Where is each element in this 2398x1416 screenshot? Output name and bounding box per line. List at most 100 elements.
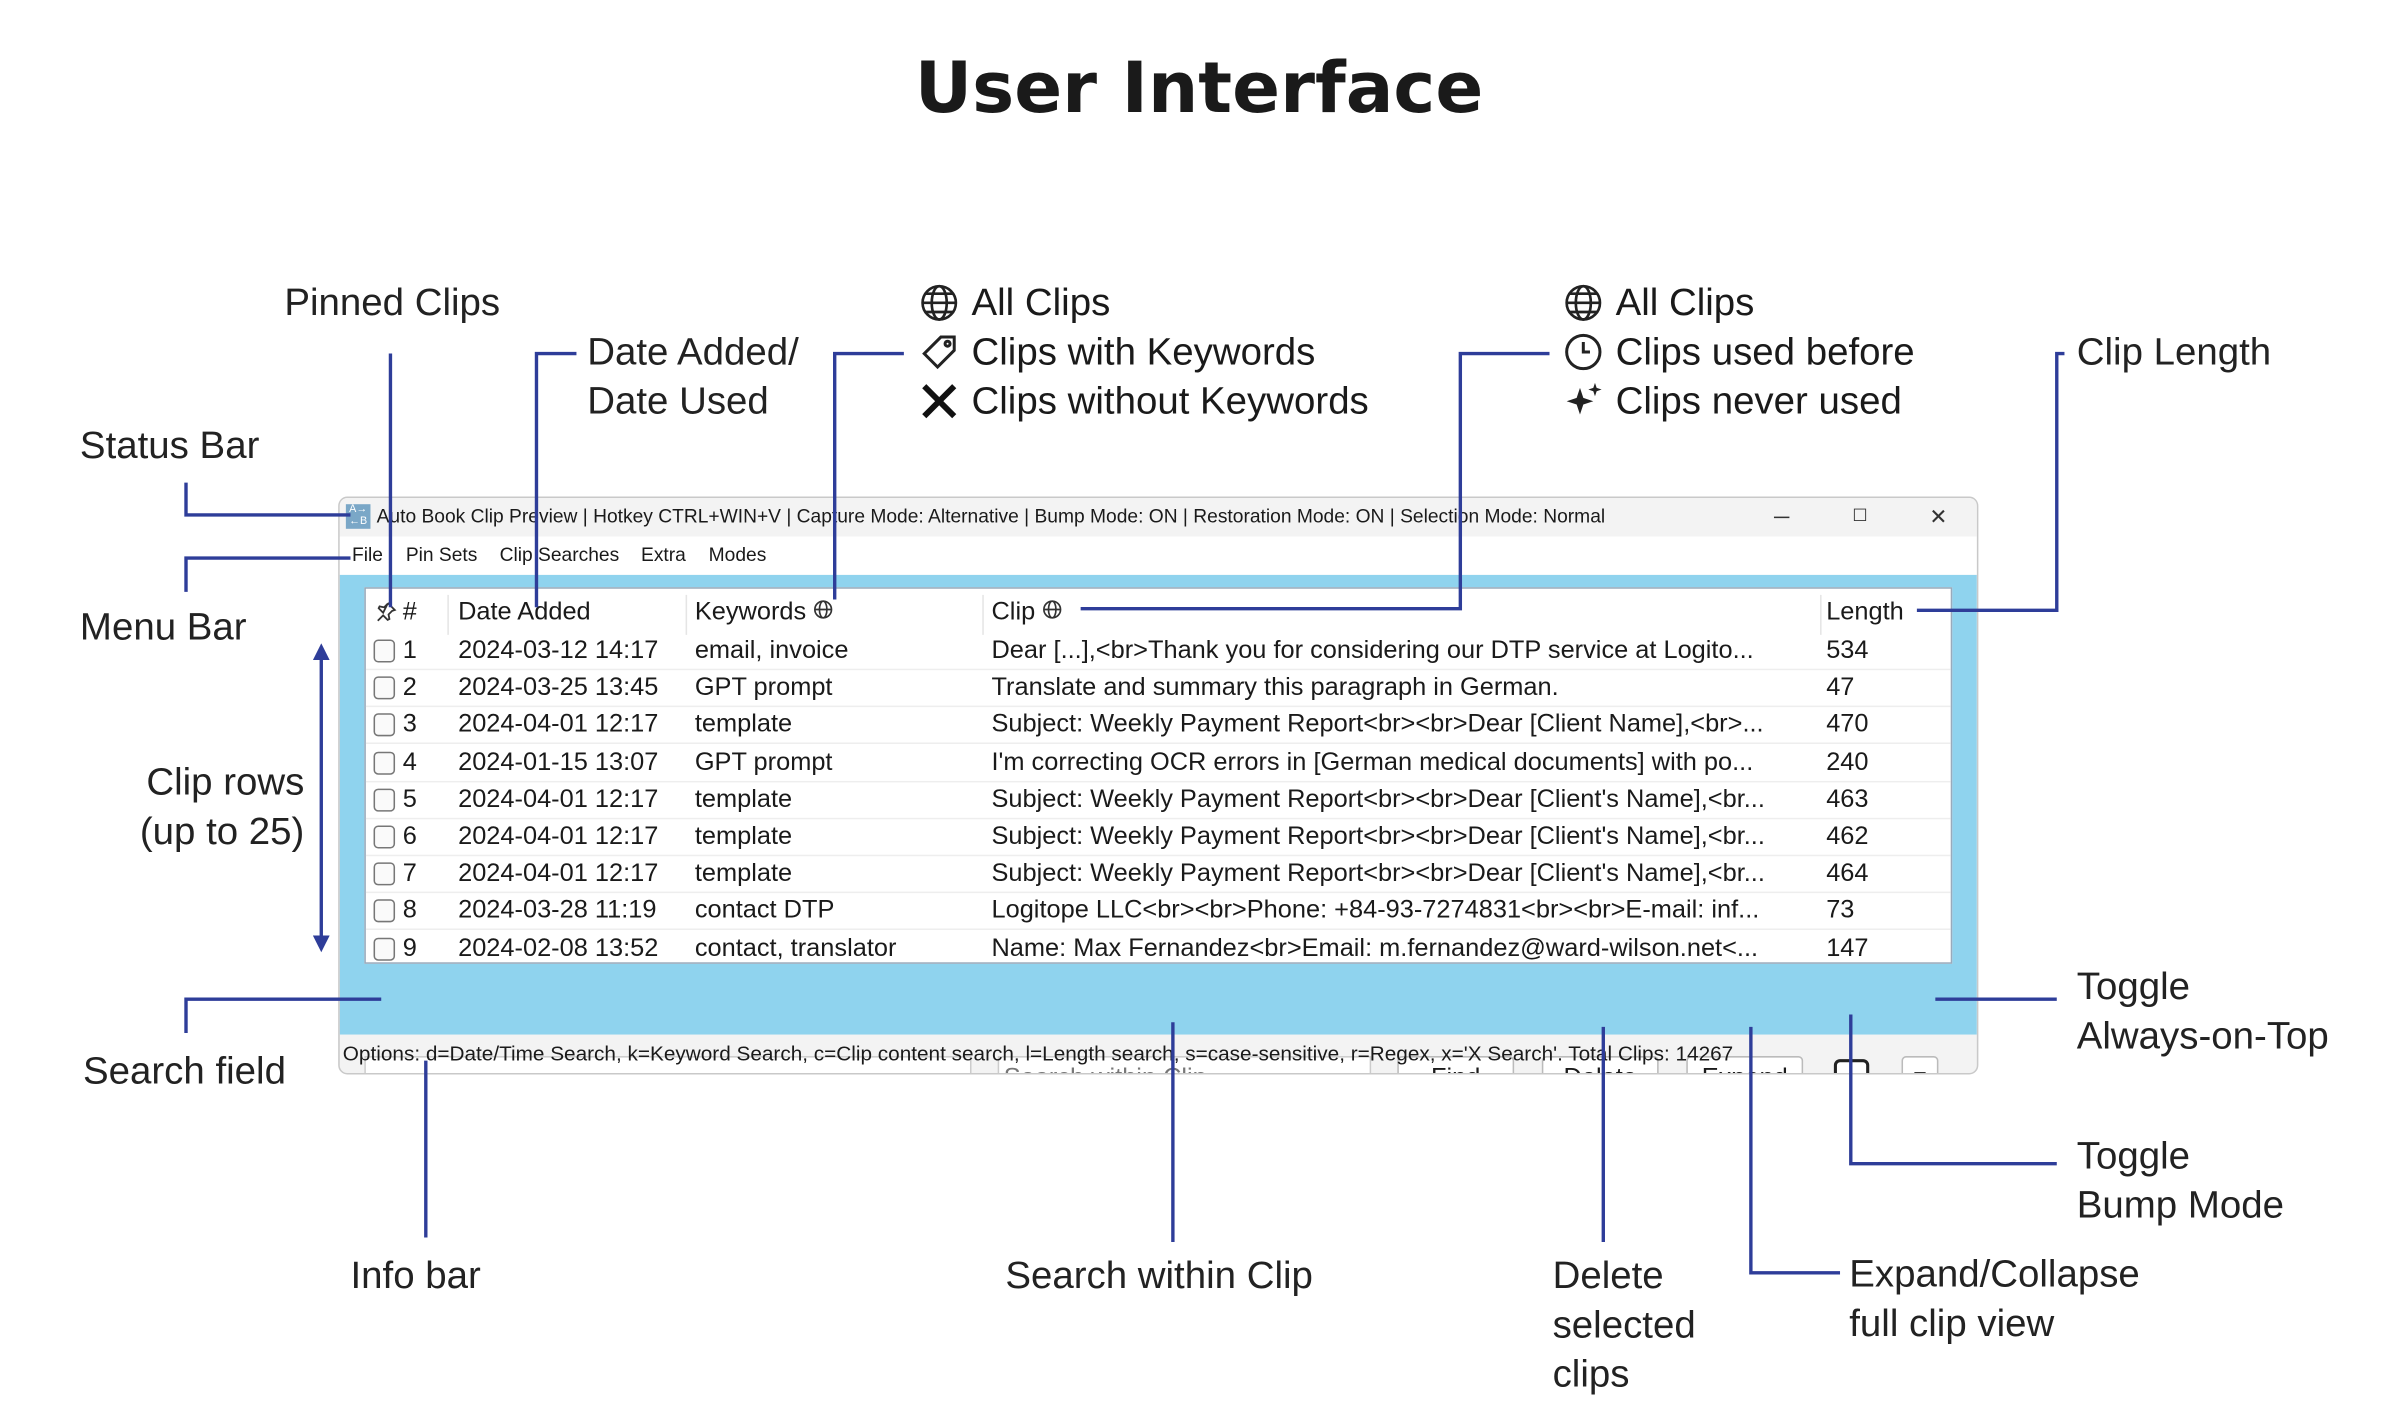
row-clip: I'm correcting OCR errors in [German med… — [991, 747, 1754, 776]
minimize-button[interactable]: ─ — [1773, 504, 1790, 529]
header-length[interactable]: Length — [1826, 597, 1904, 626]
label-clip-rows: Clip rows — [146, 760, 305, 804]
menu-extra[interactable]: Extra — [641, 544, 686, 566]
header-date[interactable]: Date Added — [458, 597, 591, 626]
row-clip: Logitope LLC<br><br>Phone: +84-93-727483… — [991, 896, 1760, 925]
row-checkbox[interactable] — [373, 713, 396, 737]
row-date: 2024-02-08 13:52 — [458, 933, 659, 962]
menu-bar-line — [184, 556, 351, 592]
search-input[interactable] — [364, 1056, 972, 1073]
row-date: 2024-04-01 12:17 — [458, 859, 659, 888]
label-clip-length: Clip Length — [2076, 330, 2272, 374]
legend-with-keywords: Clips with Keywords — [919, 327, 1315, 376]
legend-label: Clips used before — [1615, 330, 1915, 374]
legend-label: Clips without Keywords — [971, 379, 1369, 423]
row-clip: Name: Max Fernandez<br>Email: m.fernande… — [991, 933, 1759, 962]
row-checkbox[interactable] — [373, 899, 396, 923]
column-divider — [447, 594, 449, 635]
row-checkbox[interactable] — [373, 751, 396, 775]
legend-label: All Clips — [971, 281, 1111, 325]
label-status-bar: Status Bar — [79, 424, 260, 468]
status-bar: A→←B Auto Book Clip Preview | Hotkey CTR… — [339, 498, 1977, 537]
row-num: 2 — [402, 673, 417, 702]
label-bump-2: Bump Mode — [2076, 1183, 2284, 1227]
row-num: 4 — [402, 747, 417, 776]
row-num: 6 — [402, 822, 417, 851]
label-delete-2: selected — [1552, 1303, 1696, 1347]
row-clip: Translate and summary this paragraph in … — [991, 673, 1559, 702]
row-keywords: contact DTP — [694, 896, 835, 925]
label-date-added: Date Added/ — [587, 330, 799, 374]
legend-without-keywords: Clips without Keywords — [919, 377, 1369, 426]
row-length: 470 — [1826, 710, 1869, 739]
row-date: 2024-03-28 11:19 — [458, 896, 657, 925]
header-clip[interactable]: Clip — [991, 592, 1062, 632]
legend-never-used: Clips never used — [1563, 377, 1902, 426]
label-expand-1: Expand/Collapse — [1849, 1252, 2140, 1296]
find-button[interactable]: Find — [1397, 1056, 1515, 1073]
row-keywords: email, invoice — [694, 636, 849, 665]
row-clip: Subject: Weekly Payment Report<br><br>De… — [991, 859, 1765, 888]
window-title: Auto Book Clip Preview | Hotkey CTRL+WIN… — [376, 505, 1606, 528]
row-date: 2024-04-01 12:17 — [458, 710, 659, 739]
row-checkbox[interactable] — [373, 862, 396, 886]
label-clip-rows-limit: (up to 25) — [139, 810, 305, 854]
label-expand-2: full clip view — [1849, 1302, 2055, 1346]
label-delete-1: Delete — [1552, 1254, 1664, 1298]
row-num: 1 — [402, 636, 417, 665]
label-search-field: Search field — [83, 1049, 286, 1093]
row-num: 7 — [402, 859, 417, 888]
search-within-clip-input[interactable]: Search within Clip — [997, 1056, 1372, 1073]
row-length: 462 — [1826, 822, 1869, 851]
row-checkbox[interactable] — [373, 825, 396, 849]
row-clip: Dear [...],<br>Thank you for considering… — [991, 636, 1754, 665]
table-row[interactable]: 7 2024-04-01 12:17 template Subject: Weekly… — [365, 855, 1951, 894]
label-info-bar: Info bar — [350, 1254, 481, 1298]
legend-used-before: Clips used before — [1563, 327, 1915, 376]
row-num: 5 — [402, 785, 417, 813]
info-bar: Options: d=Date/Time Search, k=Keyword S… — [342, 1042, 1734, 1066]
row-date: 2024-04-01 12:17 — [458, 822, 659, 851]
app-window: A→←B Auto Book Clip Preview | Hotkey CTR… — [338, 496, 1979, 1075]
row-length: 147 — [1826, 933, 1869, 962]
menu-bar: File Pin Sets Clip Searches Extra Modes — [339, 536, 1977, 575]
row-keywords: template — [694, 859, 793, 888]
row-checkbox[interactable] — [373, 937, 396, 961]
menu-clip-searches[interactable]: Clip Searches — [499, 544, 620, 566]
column-divider — [685, 594, 688, 635]
row-checkbox[interactable] — [373, 676, 396, 700]
maximize-button[interactable]: ☐ — [1852, 507, 1868, 526]
globe-icon[interactable] — [813, 600, 833, 620]
globe-icon — [1565, 284, 1602, 321]
clock-icon — [1565, 333, 1602, 371]
menu-modes[interactable]: Modes — [708, 544, 767, 566]
menu-pin-sets[interactable]: Pin Sets — [405, 544, 478, 566]
row-length: 240 — [1826, 747, 1869, 776]
pin-icon[interactable] — [375, 601, 397, 623]
page-title: User Interface — [914, 46, 1484, 130]
label-pinned-clips: Pinned Clips — [284, 281, 501, 325]
legend-all-clips-2: All Clips — [1563, 278, 1754, 327]
close-button[interactable]: ✕ — [1929, 504, 1948, 529]
header-keywords[interactable]: Keywords — [695, 592, 833, 632]
column-divider — [982, 594, 984, 635]
menu-file[interactable]: File — [352, 544, 384, 566]
delete-button[interactable]: Delete — [1541, 1056, 1659, 1073]
row-checkbox[interactable] — [373, 639, 396, 663]
row-checkbox[interactable] — [373, 788, 396, 812]
globe-icon[interactable] — [1042, 600, 1062, 620]
header-clip-label: Clip — [991, 597, 1036, 626]
row-clip: Subject: Weekly Payment Report<br><br>De… — [991, 785, 1765, 813]
row-keywords: GPT prompt — [694, 673, 833, 702]
legend-label: Clips with Keywords — [971, 330, 1316, 374]
header-num[interactable]: # — [402, 597, 417, 626]
row-length: 47 — [1826, 673, 1855, 702]
